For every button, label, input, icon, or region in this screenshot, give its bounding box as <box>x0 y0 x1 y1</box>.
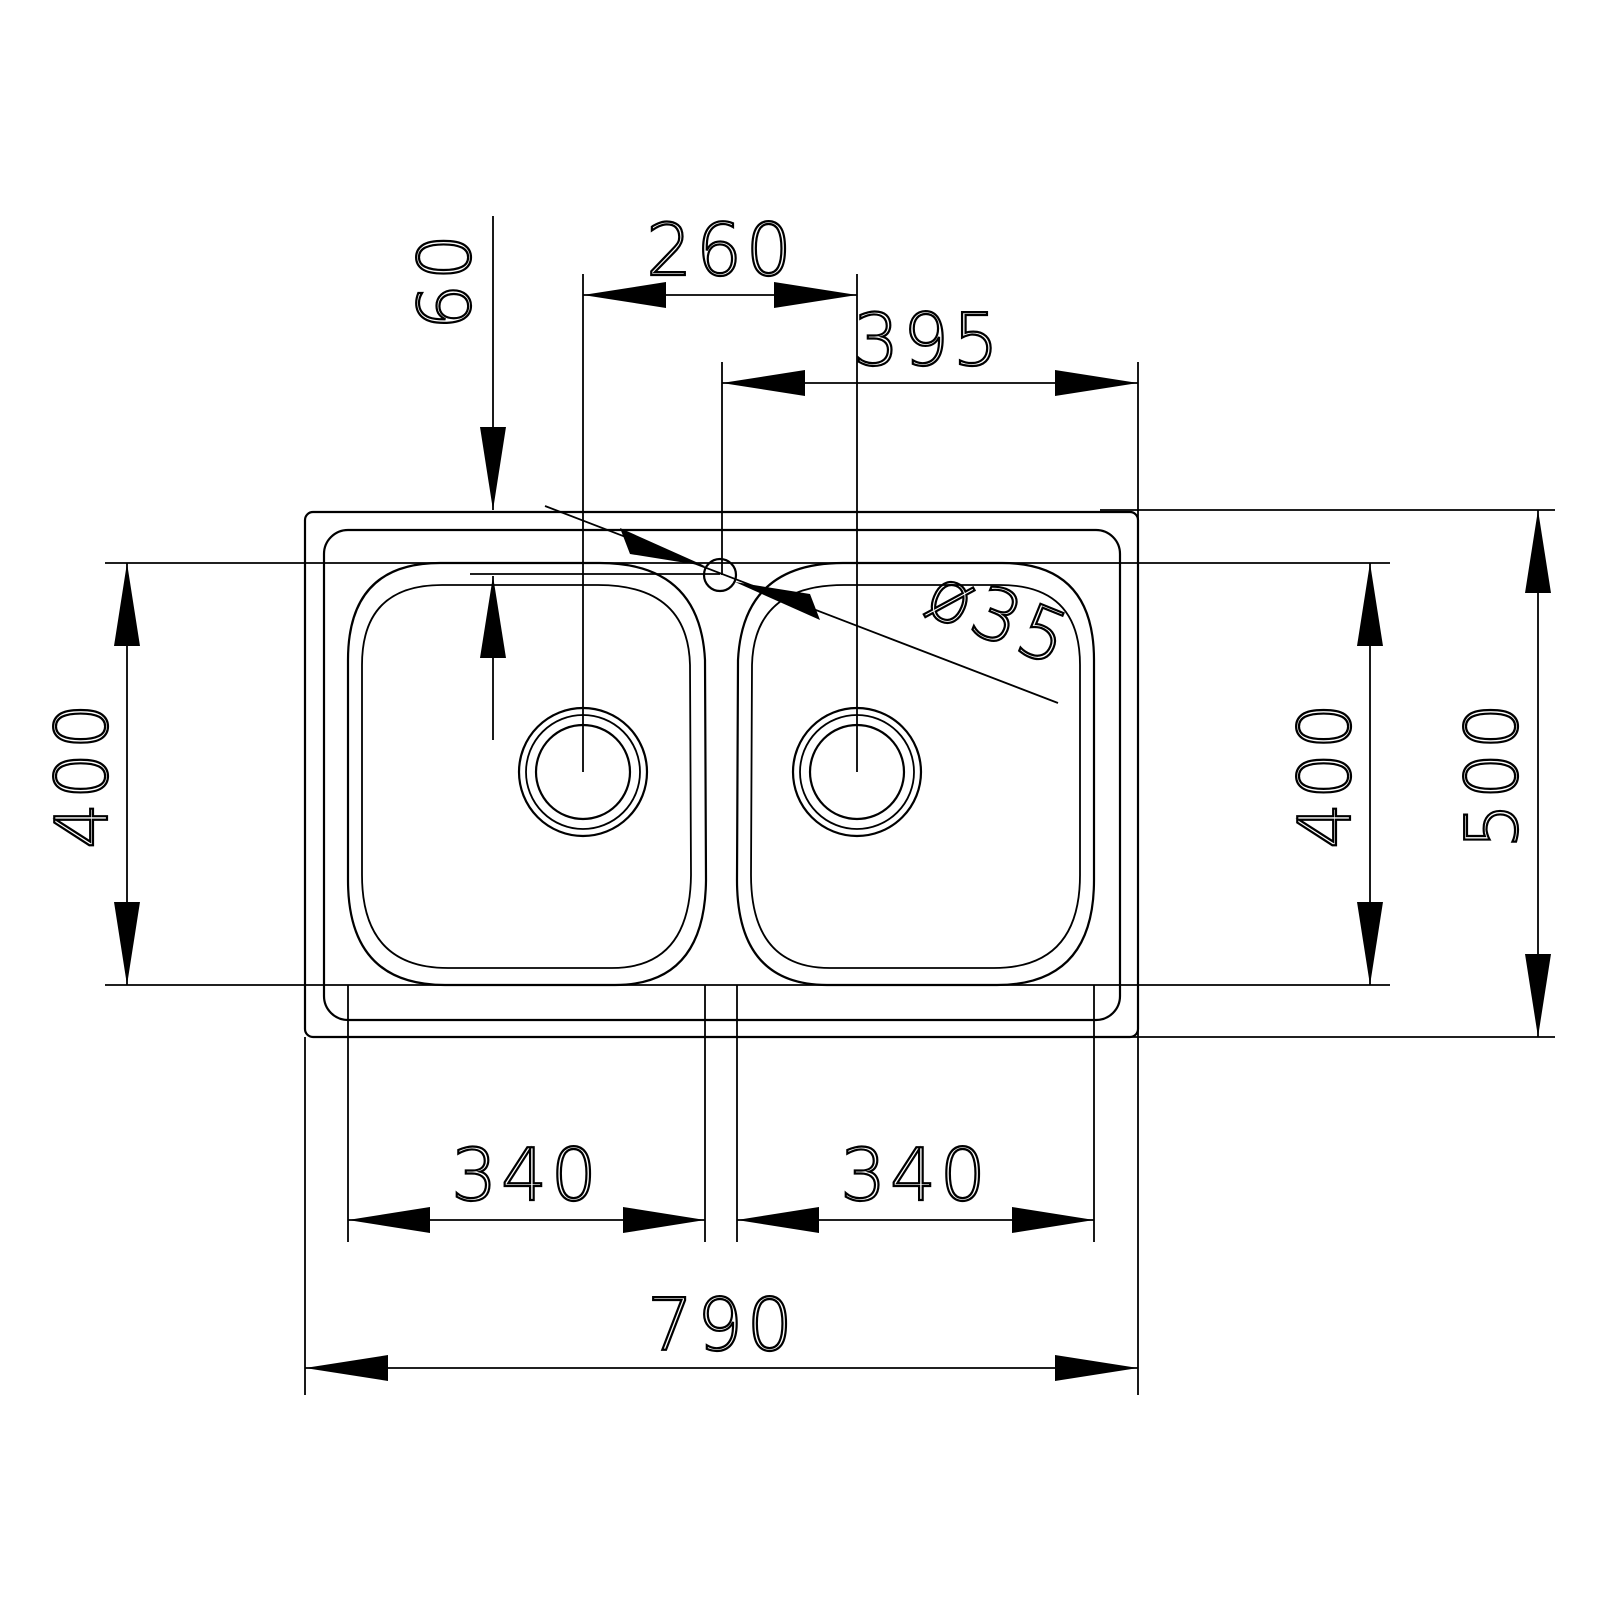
dim-bowl-depth-left: 400 <box>40 699 124 848</box>
dim-overall-width: 790 <box>647 1283 796 1367</box>
tap-hole <box>702 557 738 593</box>
arrowheads <box>114 282 1551 1381</box>
right-bowl <box>735 561 1096 987</box>
extension-lines <box>105 216 1555 1395</box>
dim-tap-hole: ø35 <box>915 550 1083 683</box>
dim-bowl-depth-right: 400 <box>1283 699 1367 848</box>
dim-bowl-width-right: 340 <box>840 1133 989 1217</box>
dim-overall-depth: 500 <box>1450 699 1534 848</box>
dim-tap-edge: 60 <box>403 230 487 330</box>
dimension-labels: 790 340 340 260 395 400 400 500 60 ø35 <box>39 207 1535 1368</box>
left-bowl <box>346 561 708 987</box>
dim-waste-spacing: 260 <box>646 208 795 292</box>
dim-bowl-width-left: 340 <box>451 1133 600 1217</box>
dim-tap-offset: 395 <box>853 298 1002 382</box>
